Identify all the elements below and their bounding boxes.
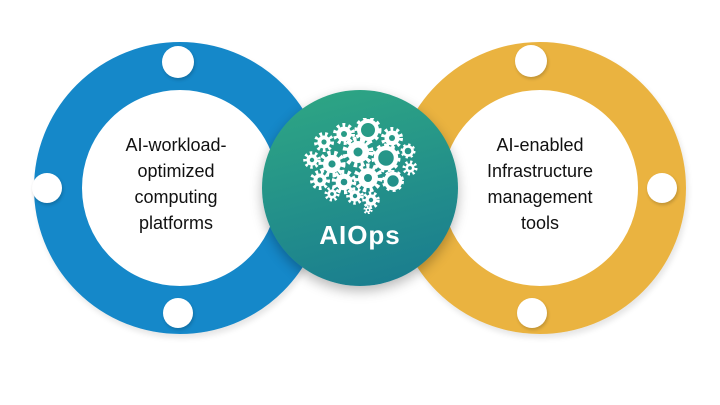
right-loop-label: AI-enabled Infrastructure management too…	[486, 135, 594, 233]
left-ring-node-bottom	[163, 298, 193, 328]
right-ring-node-right	[647, 173, 677, 203]
brain-gears-icon	[298, 118, 422, 214]
aiops-label: AIOps	[319, 220, 401, 250]
right-ring-node-top	[515, 45, 547, 77]
left-ring-node-left	[32, 173, 62, 203]
right-ring-node-bottom	[517, 298, 547, 328]
left-ring-node-top	[162, 46, 194, 78]
left-loop-label: AI-workload- optimized computing platfor…	[125, 135, 227, 233]
aiops-center-circle: AIOps	[262, 90, 458, 286]
